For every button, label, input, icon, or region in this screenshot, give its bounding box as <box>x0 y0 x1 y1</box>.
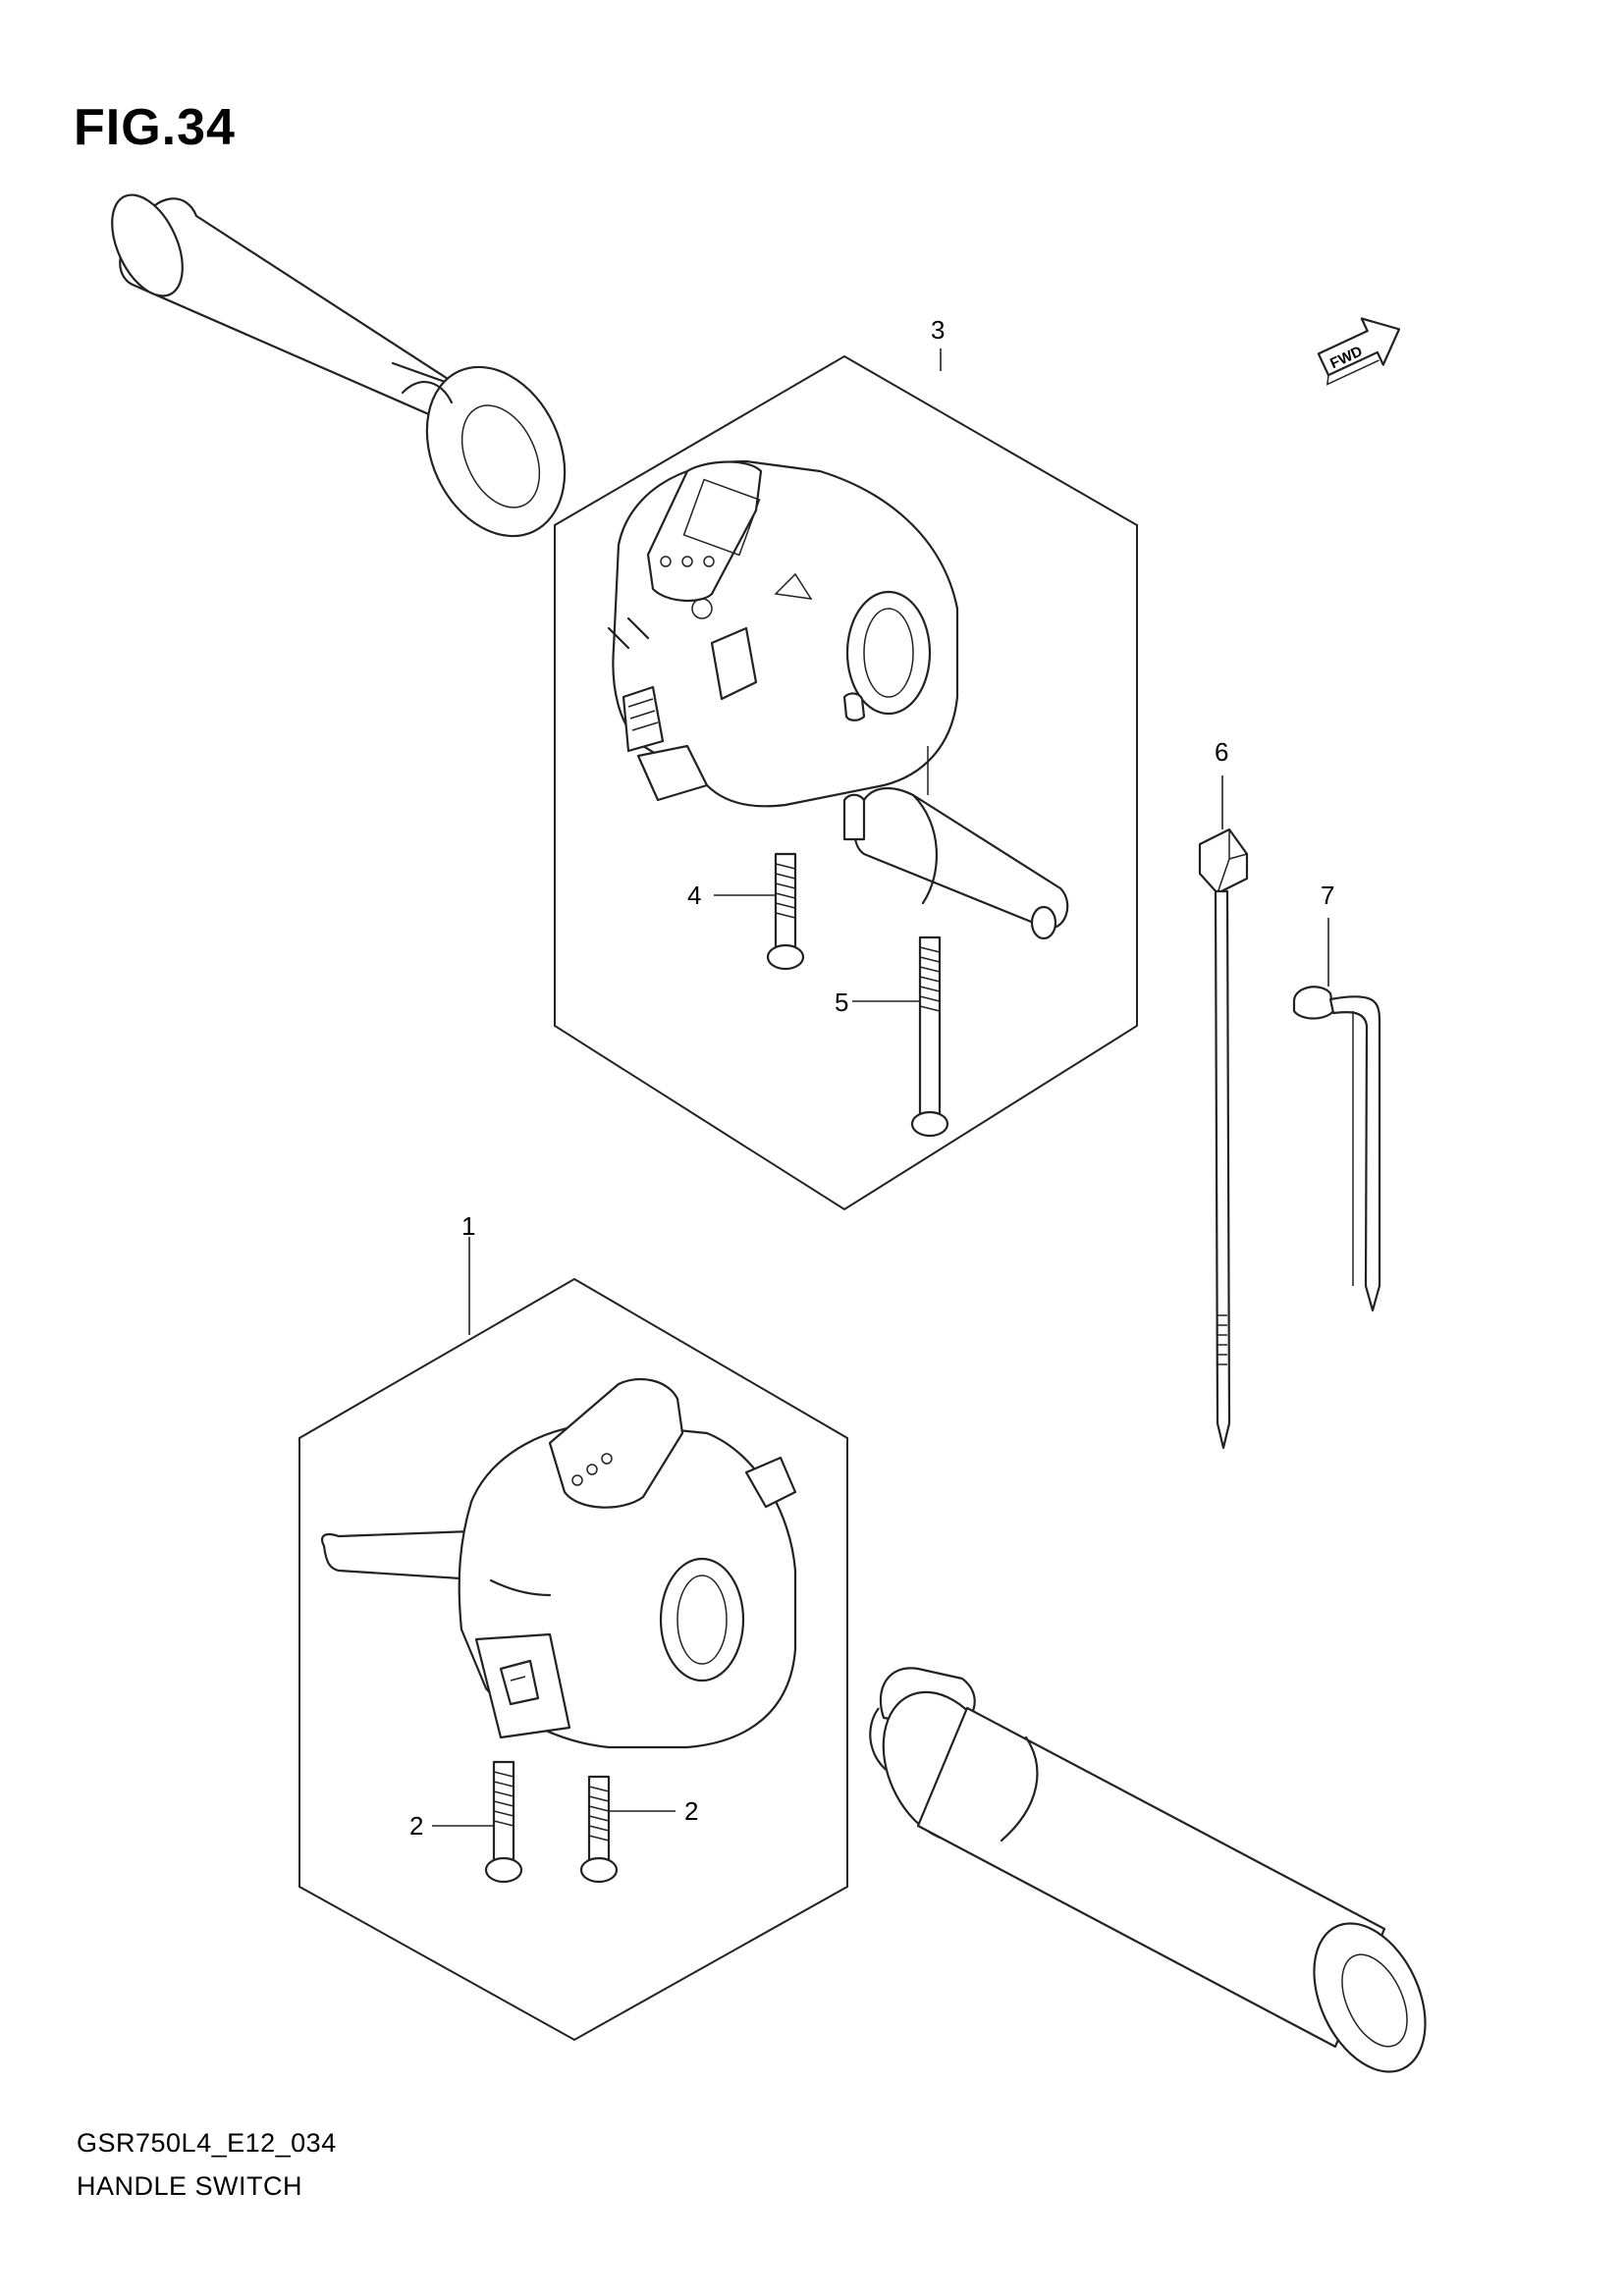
screw-2-right <box>579 1775 619 1884</box>
cable-tie-6 <box>1198 828 1249 1450</box>
callout-1: 1 <box>461 1211 475 1241</box>
callout-6: 6 <box>1215 737 1228 767</box>
callout-3: 3 <box>931 315 945 345</box>
assembly-hexagon-1 <box>298 1277 848 2042</box>
figure-title: FIG.34 <box>74 99 236 156</box>
callout-2-right: 2 <box>684 1796 698 1826</box>
callout-7: 7 <box>1321 881 1334 910</box>
callout-2-left: 2 <box>409 1811 423 1841</box>
fwd-arrow-icon: FWD <box>1317 317 1401 386</box>
screw-5 <box>910 935 949 1138</box>
screw-4 <box>766 852 805 971</box>
callout-5: 5 <box>835 988 848 1017</box>
right-switch-housing <box>607 459 1069 940</box>
right-grip <box>869 1667 1427 2073</box>
clamp-7 <box>1292 986 1381 1312</box>
left-grip <box>111 193 567 538</box>
figure-name: HANDLE SWITCH <box>77 2171 303 2201</box>
left-switch-housing <box>321 1377 797 1749</box>
screw-2-left <box>484 1760 523 1884</box>
assembly-hexagon-3 <box>554 354 1138 1211</box>
figure-code: GSR750L4_E12_034 <box>77 2128 337 2158</box>
callout-4: 4 <box>687 881 701 910</box>
